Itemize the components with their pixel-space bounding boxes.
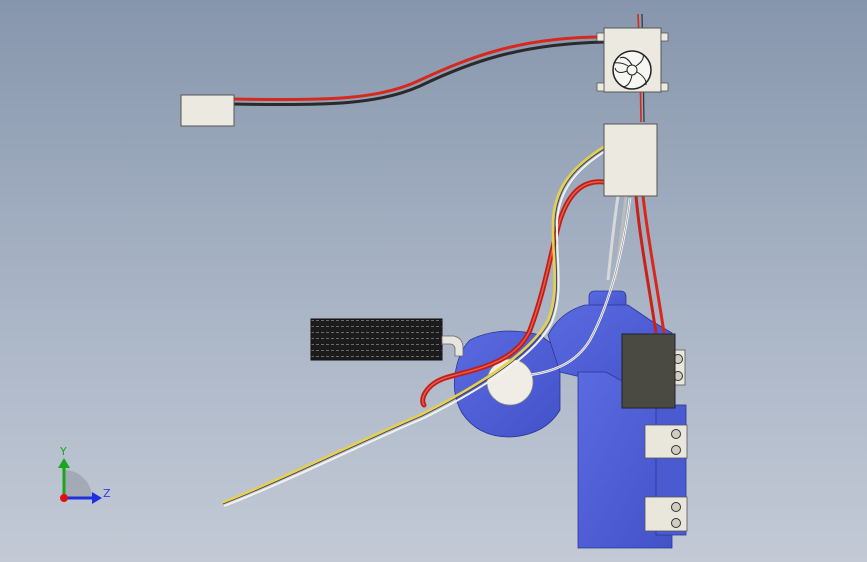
heatsink[interactable]	[310, 318, 464, 361]
wire-dark-long	[222, 147, 607, 505]
reference-triad: Y Z	[58, 445, 111, 504]
triad-z-arrow	[92, 492, 102, 504]
wire-white-body-edge	[529, 197, 631, 376]
wire-grey-a	[606, 195, 620, 281]
heatsink-elbow-fitting	[441, 335, 464, 357]
wire-black-long	[233, 40, 605, 107]
triad-x-axis	[60, 494, 68, 502]
wire-red-long	[233, 35, 605, 102]
triad-y-arrow	[58, 458, 70, 468]
triad-y-label: Y	[59, 445, 67, 458]
triad-z-label: Z	[103, 487, 111, 500]
wires[interactable]	[221, 13, 666, 507]
controller-module[interactable]	[603, 123, 658, 197]
left-connector[interactable]	[180, 94, 235, 127]
wire-red-servo-b	[641, 195, 666, 334]
servo-box[interactable]	[621, 333, 676, 409]
wire-white-long	[223, 149, 608, 507]
terminal-block-bottom[interactable]	[644, 496, 688, 532]
fan-icon	[612, 50, 652, 90]
wire-red-loop-highlight	[422, 181, 605, 406]
wire-red-servo-a	[634, 195, 658, 334]
terminal-block-middle[interactable]	[644, 424, 688, 459]
wire-yellow-long	[221, 144, 606, 505]
triad-quadrant	[64, 470, 92, 498]
fan-module[interactable]	[596, 27, 669, 93]
